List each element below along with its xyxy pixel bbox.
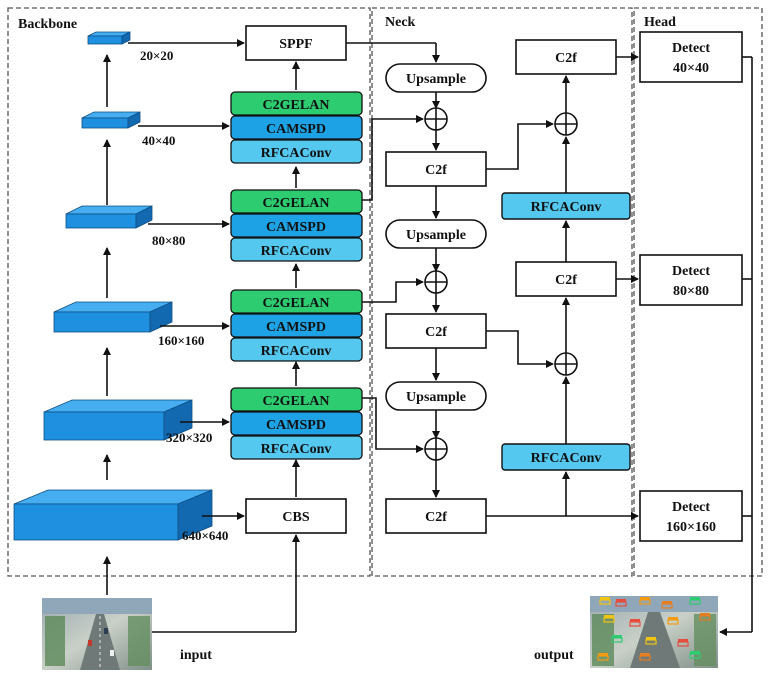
- neck-c2f-5: [515, 261, 617, 297]
- size-label-80: 80×80: [152, 233, 185, 248]
- backbone-frame: [7, 7, 371, 577]
- camspd-label: CAMSPD: [266, 122, 326, 137]
- neck-c2f-4: [515, 39, 617, 75]
- neck-c2f-label-1: C2f: [425, 163, 447, 178]
- module-stack-3: C2GELAN CAMSPD RFCAConv: [230, 289, 363, 362]
- c2gelan-label: C2GELAN: [263, 296, 330, 311]
- upsample-label-1: Upsample: [406, 72, 466, 87]
- rfcaconv-label: RFCAConv: [261, 442, 332, 457]
- c2gelan-block: [230, 387, 363, 412]
- concat-node-1: [424, 107, 448, 131]
- neck-title: Neck: [385, 15, 416, 30]
- feature-map-plate-5: [13, 489, 213, 541]
- rfcaconv-label: RFCAConv: [261, 344, 332, 359]
- detect-label-2: Detect: [672, 264, 710, 279]
- rfcaconv-label: RFCAConv: [261, 244, 332, 259]
- camspd-block: [230, 115, 363, 140]
- feature-map-plate-0: [87, 31, 131, 45]
- detect-block-2: [639, 254, 743, 306]
- neck-frame: [371, 7, 633, 577]
- backbone-feature-maps: [13, 31, 213, 541]
- size-label-160: 160×160: [158, 333, 204, 348]
- detect-size-2: 80×80: [673, 284, 709, 299]
- size-label-40: 40×40: [142, 133, 175, 148]
- detect-label-1: Detect: [672, 41, 710, 56]
- feature-map-plate-3: [53, 301, 173, 333]
- backbone-title: Backbone: [18, 17, 77, 32]
- head-title: Head: [644, 15, 676, 30]
- size-label-640: 640×640: [182, 528, 228, 543]
- camspd-block: [230, 411, 363, 436]
- neck-c2f-label-4: C2f: [555, 51, 577, 66]
- camspd-label: CAMSPD: [266, 418, 326, 433]
- neck-c2f-label-3: C2f: [425, 510, 447, 525]
- c2gelan-block: [230, 189, 363, 214]
- sppf-block: [245, 25, 347, 61]
- c2gelan-label: C2GELAN: [263, 394, 330, 409]
- detect-block-3: [639, 490, 743, 542]
- module-stack-4: C2GELAN CAMSPD RFCAConv: [230, 387, 363, 460]
- neck-c2f-label-5: C2f: [555, 273, 577, 288]
- concat-node-4: [554, 112, 578, 136]
- c2gelan-label: C2GELAN: [263, 196, 330, 211]
- rfcaconv-block: [230, 237, 363, 262]
- cbs-block: [245, 498, 347, 534]
- cbs-label: CBS: [282, 510, 309, 525]
- output-label: output: [534, 648, 574, 663]
- sppf-label: SPPF: [279, 37, 312, 52]
- detect-block-1: [639, 31, 743, 83]
- upsample-label-2: Upsample: [406, 228, 466, 243]
- camspd-block: [230, 313, 363, 338]
- rfcaconv-block: [230, 139, 363, 164]
- head-frame: [633, 7, 763, 577]
- feature-map-plate-4: [43, 399, 193, 441]
- input-image: [42, 598, 152, 670]
- feature-map-plate-2: [65, 205, 153, 229]
- size-label-320: 320×320: [166, 430, 212, 445]
- camspd-block: [230, 213, 363, 238]
- module-stack-2: C2GELAN CAMSPD RFCAConv: [230, 189, 363, 262]
- size-label-20: 20×20: [140, 48, 173, 63]
- module-stack-1: C2GELAN CAMSPD RFCAConv: [230, 91, 363, 164]
- c2gelan-block: [230, 91, 363, 116]
- output-image: [590, 596, 718, 668]
- input-label: input: [180, 648, 212, 663]
- detect-size-1: 40×40: [673, 61, 709, 76]
- concat-node-3: [424, 437, 448, 461]
- neck-c2f-label-2: C2f: [425, 325, 447, 340]
- camspd-label: CAMSPD: [266, 220, 326, 235]
- c2gelan-label: C2GELAN: [263, 98, 330, 113]
- camspd-label: CAMSPD: [266, 320, 326, 335]
- concat-node-2: [424, 270, 448, 294]
- detect-size-3: 160×160: [666, 520, 716, 535]
- neck-rfcaconv-label-1: RFCAConv: [531, 200, 602, 215]
- upsample-label-3: Upsample: [406, 390, 466, 405]
- detect-label-3: Detect: [672, 500, 710, 515]
- concat-node-5: [554, 352, 578, 376]
- neck-rfcaconv-label-2: RFCAConv: [531, 451, 602, 466]
- concat-nodes: [424, 107, 578, 461]
- feature-map-plate-1: [81, 111, 141, 129]
- rfcaconv-label: RFCAConv: [261, 146, 332, 161]
